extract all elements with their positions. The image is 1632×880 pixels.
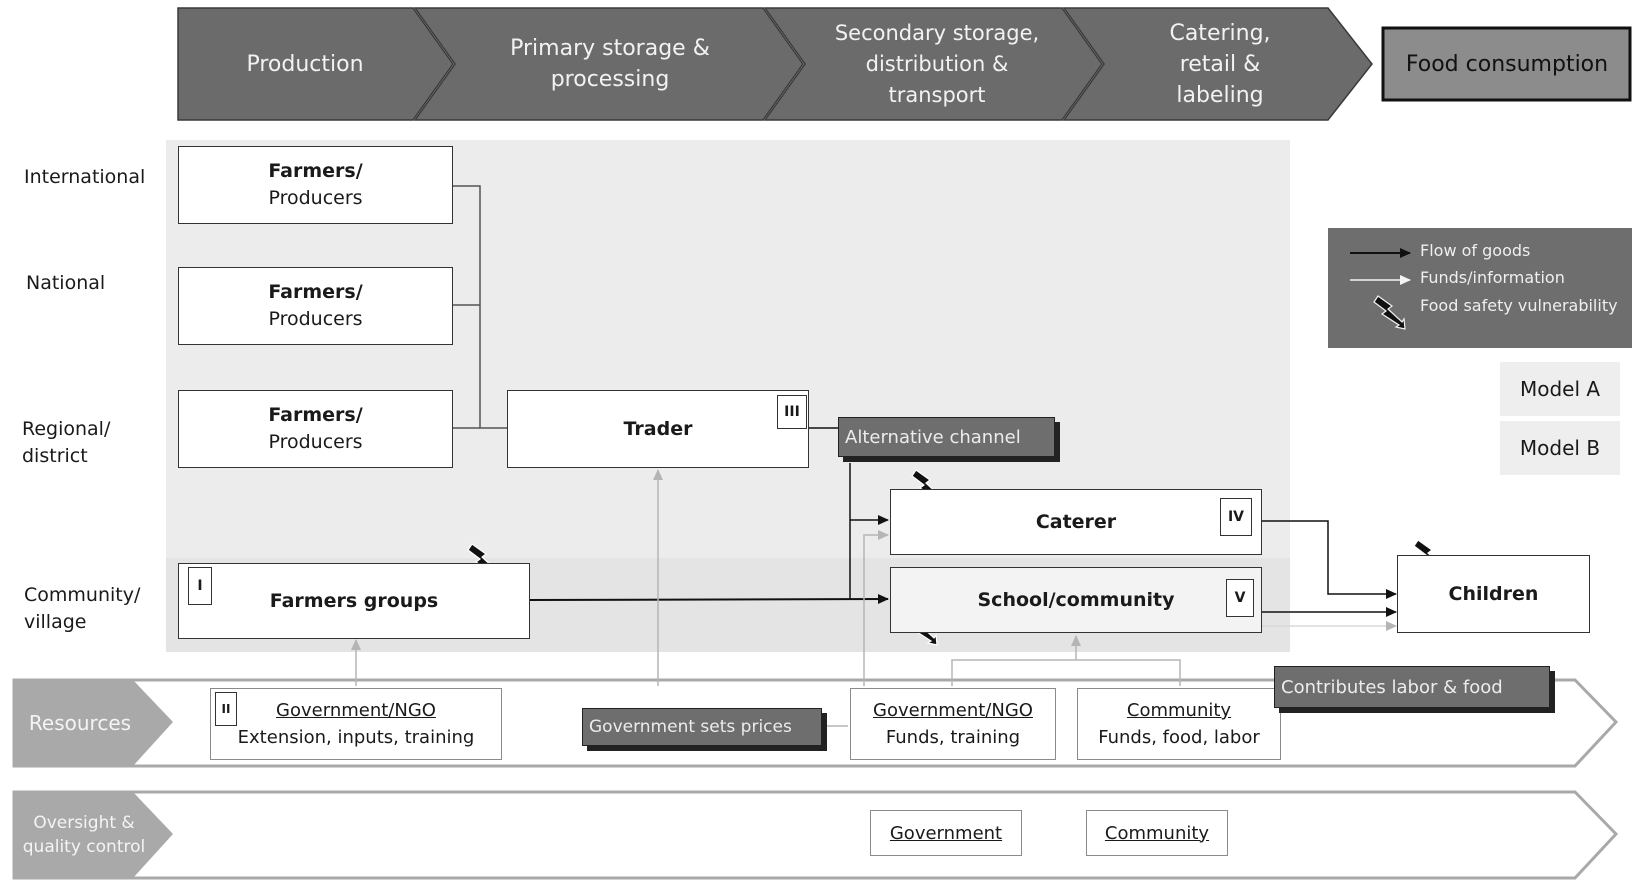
legend-funds-label: Funds/information xyxy=(1420,268,1565,287)
oversight-community: Community xyxy=(1086,810,1228,856)
resources-label-chevron xyxy=(14,680,173,766)
stage-box-consumption xyxy=(1381,26,1632,102)
stage-label-consumption: Food consumption xyxy=(1405,51,1609,77)
caterer-to-children-arrow xyxy=(1260,520,1397,599)
funds-arrows xyxy=(351,469,1181,727)
farmers-title: Farmers/ xyxy=(268,404,363,426)
children-box: Children xyxy=(1397,555,1590,633)
farmers-subtitle: Producers xyxy=(268,431,363,453)
farmers-groups-tag: I xyxy=(188,567,212,605)
stage-label-production: Production xyxy=(246,51,364,77)
farmers-title: Farmers/ xyxy=(268,160,363,182)
resource-gov-ngo-text: Extension, inputs, training xyxy=(237,727,475,748)
school-community-box: School/community xyxy=(890,567,1262,633)
resource-gov-ngo-funds-title: Government/NGO xyxy=(873,700,1033,721)
school-tag: V xyxy=(1226,579,1254,617)
farmer-connectors xyxy=(453,185,508,429)
children-label: Children xyxy=(1448,582,1539,605)
oversight-community-label: Community xyxy=(1104,822,1210,844)
legend-vulnerability-label: Food safety vulnerability xyxy=(1420,296,1618,315)
resources-label: Resources xyxy=(28,711,132,735)
school-community-label: School/community xyxy=(977,588,1175,611)
stage-label-catering: Catering, retail & labeling xyxy=(1169,20,1271,108)
farmers-title: Farmers/ xyxy=(268,281,363,303)
caterer-box: Caterer xyxy=(890,489,1262,555)
oversight-government: Government xyxy=(870,810,1022,856)
farmers-producers-national: Farmers/ Producers xyxy=(178,267,453,345)
resource-community-title: Community xyxy=(1126,700,1232,721)
stage-label-secondary: Secondary storage, distribution & transp… xyxy=(834,20,1040,107)
level-international: International xyxy=(24,166,146,188)
farmers-producers-regional: Farmers/ Producers xyxy=(178,390,453,468)
oversight-label: Oversight & quality control xyxy=(22,813,146,857)
oversight-band xyxy=(12,790,1619,880)
model-a-label: Model A xyxy=(1500,362,1620,416)
trader-label: Trader xyxy=(623,417,693,440)
caterer-tag: IV xyxy=(1220,498,1252,536)
resource-gov-ngo-extension: Government/NGO Extension, inputs, traini… xyxy=(210,688,502,760)
level-regional: Regional/ district xyxy=(22,418,111,467)
farmers-groups-label: Farmers groups xyxy=(269,589,439,612)
farmers-groups-box: Farmers groups xyxy=(178,563,530,639)
stage-chevron-catering xyxy=(1062,7,1373,121)
stage-label-primary: Primary storage & processing xyxy=(510,36,710,92)
farmers-subtitle: Producers xyxy=(268,187,363,209)
stage-chevron-secondary xyxy=(763,7,1103,121)
caterer-label: Caterer xyxy=(1035,510,1117,533)
contributes-labor-food-box: Contributes labor & food xyxy=(1274,666,1550,708)
resource-gov-ngo-title: Government/NGO xyxy=(276,700,436,721)
channel-arrows xyxy=(849,463,889,600)
model-b-label: Model B xyxy=(1500,421,1620,475)
trader-tag: III xyxy=(777,395,807,429)
trader-box: Trader xyxy=(507,390,809,468)
farmers-producers-international: Farmers/ Producers xyxy=(178,146,453,224)
legend-lightning-bolt-icon xyxy=(1373,295,1406,330)
resource-community-text: Funds, food, labor xyxy=(1098,727,1260,748)
resource-gov-ngo-tag: II xyxy=(215,692,237,726)
alternative-channel-box: Alternative channel xyxy=(838,417,1055,457)
stage-chevrons xyxy=(177,7,1632,121)
farmers-groups-to-school-arrow xyxy=(528,594,889,605)
level-community: Community/ village xyxy=(24,584,141,633)
oversight-government-label: Government xyxy=(889,822,1003,844)
legend-panel xyxy=(1328,228,1632,348)
farmers-subtitle: Producers xyxy=(268,308,363,330)
stage-chevron-production xyxy=(177,7,454,121)
oversight-label-chevron xyxy=(14,792,173,878)
resource-gov-ngo-funds: Government/NGO Funds, training xyxy=(850,688,1056,760)
stage-chevron-primary xyxy=(413,7,804,121)
government-sets-prices-box: Government sets prices xyxy=(582,708,822,746)
resource-community: Community Funds, food, labor xyxy=(1077,688,1281,760)
legend-flow-goods-label: Flow of goods xyxy=(1420,241,1531,260)
level-national: National xyxy=(26,272,106,294)
resource-gov-ngo-funds-text: Funds, training xyxy=(885,727,1021,748)
